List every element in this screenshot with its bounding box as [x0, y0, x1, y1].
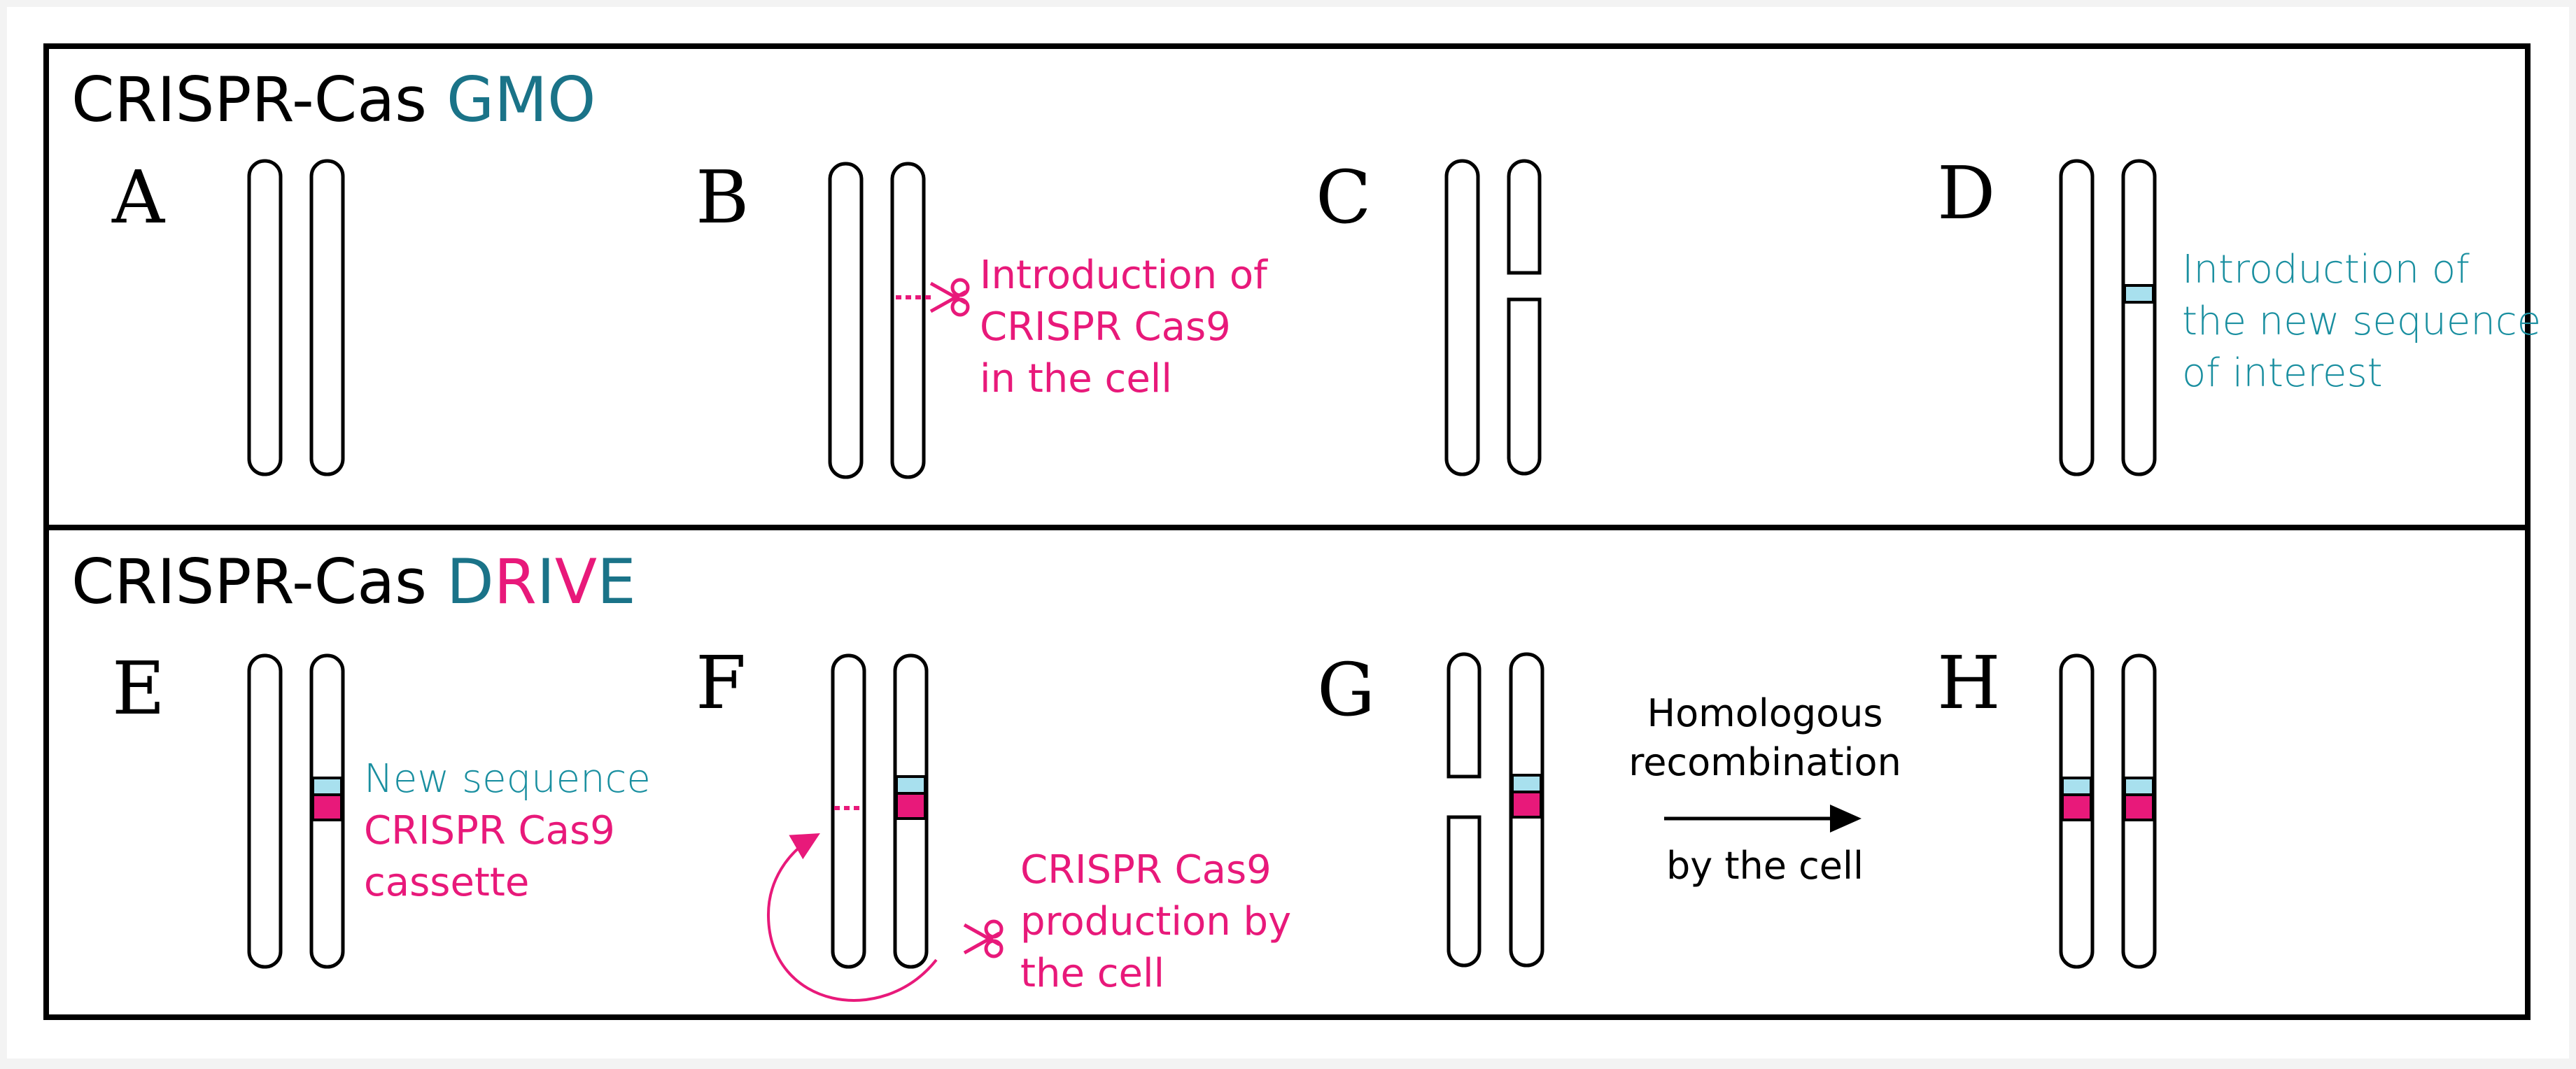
step-f-text-1: CRISPR Cas9 — [1020, 847, 1272, 893]
step-b-text-2: CRISPR Cas9 — [980, 304, 1231, 350]
cas9-cassette-band-h-left — [2061, 793, 2092, 821]
new-sequence-band-h-right — [2123, 777, 2155, 796]
chromosome-f-left — [831, 653, 866, 969]
step-label-e: E — [112, 646, 165, 731]
cas9-cassette-band-g — [1511, 791, 1542, 819]
chromosome-b-right — [890, 162, 926, 479]
step-e-mag-text-1: CRISPR Cas9 — [364, 808, 615, 854]
drive-panel-title: CRISPR-Cas DRIVE — [71, 546, 636, 618]
cas9-cassette-band-e — [311, 793, 343, 821]
arrow-caption-2: recombination — [1628, 740, 1901, 784]
right-arrow-icon — [1830, 805, 1861, 833]
step-label-g: G — [1317, 647, 1375, 732]
drive-panel-frame — [43, 525, 2531, 1020]
step-d-text-3: of interest — [2182, 351, 2383, 396]
step-d-text-2: the new sequence — [2182, 299, 2541, 344]
step-b-text-3: in the cell — [980, 356, 1172, 402]
chromosome-c-left — [1444, 159, 1480, 476]
step-d-text-1: Introduction of — [2182, 247, 2470, 292]
chromosome-d-right — [2121, 159, 2157, 476]
new-sequence-band-g — [1511, 774, 1542, 793]
chromosome-g-left-bottom — [1447, 815, 1481, 968]
new-sequence-band-e — [311, 777, 343, 796]
cas9-cassette-band-h-right — [2123, 793, 2155, 821]
new-sequence-band-d — [2123, 284, 2155, 304]
chromosome-e-left — [247, 653, 283, 969]
step-label-a: A — [111, 155, 166, 240]
chromosome-d-left — [2059, 159, 2095, 476]
step-label-f: F — [696, 640, 746, 725]
step-label-d: D — [1937, 150, 1995, 236]
chromosome-c-right-top — [1507, 159, 1542, 275]
new-sequence-band-f — [895, 775, 927, 795]
cas9-cassette-band-f — [895, 792, 927, 820]
curved-arrow-icon — [766, 833, 938, 1002]
step-b-text-1: Introduction of — [980, 253, 1268, 298]
arrow-caption-1: Homologous — [1647, 691, 1883, 735]
chromosome-c-right-bottom — [1507, 297, 1542, 476]
chromosome-b-left — [828, 162, 864, 479]
step-e-mag-text-2: cassette — [364, 860, 529, 905]
step-f-text-3: the cell — [1020, 951, 1164, 996]
chromosome-a-left — [247, 159, 283, 476]
gmo-panel-title: CRISPR-Cas GMO — [71, 64, 596, 136]
step-e-teal-text: New sequence — [364, 756, 651, 802]
chromosome-a-right — [309, 159, 345, 476]
new-sequence-band-h-left — [2061, 777, 2092, 796]
step-label-h: H — [1937, 640, 2001, 725]
step-label-c: C — [1316, 155, 1372, 240]
arrow-caption-3: by the cell — [1666, 844, 1864, 888]
step-label-b: B — [696, 155, 749, 240]
step-f-text-2: production by — [1020, 899, 1291, 944]
chromosome-g-left-top — [1447, 652, 1481, 779]
